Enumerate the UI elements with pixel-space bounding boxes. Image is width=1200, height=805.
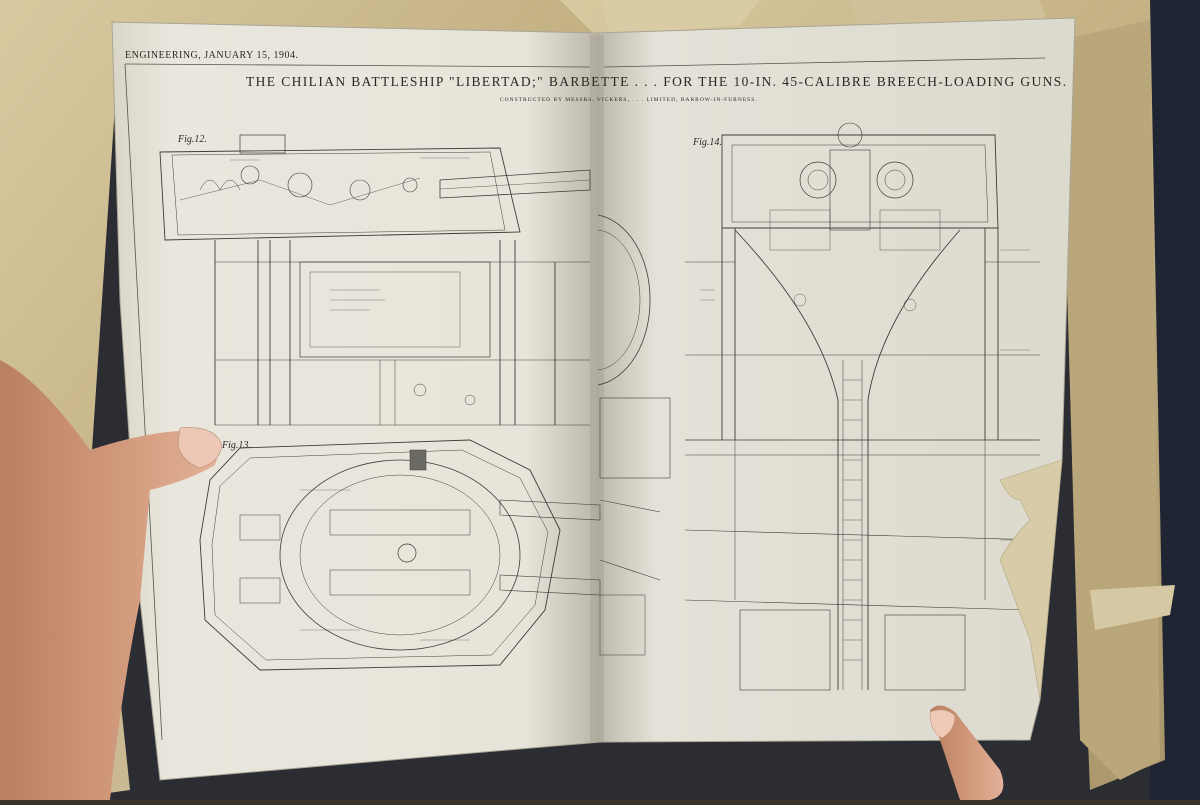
fig14-section-drawing	[684, 122, 1041, 691]
fig14-label: Fig.14.	[693, 137, 722, 148]
plate-frame	[124, 57, 1046, 741]
torn-page-edge	[999, 459, 1063, 701]
fig12-elevation-drawing	[159, 134, 591, 426]
left-hand	[0, 360, 223, 800]
right-hand-fingers	[929, 705, 1004, 800]
fig12-label: Fig.12.	[178, 134, 207, 145]
fig13-label: Fig.13.	[222, 440, 251, 451]
fig-partial-turret-section	[597, 214, 671, 656]
fig13-plan-drawing	[199, 439, 601, 671]
plate-title: THE CHILIAN BATTLESHIP "LIBERTAD;" BARBE…	[246, 74, 1068, 89]
running-head: ENGINEERING, JANUARY 15, 1904.	[125, 50, 299, 61]
plate-subtitle: CONSTRUCTED BY MESSRS. VICKERS, . . . LI…	[500, 97, 758, 103]
right-page	[597, 17, 1076, 743]
book-gutter	[590, 35, 604, 742]
